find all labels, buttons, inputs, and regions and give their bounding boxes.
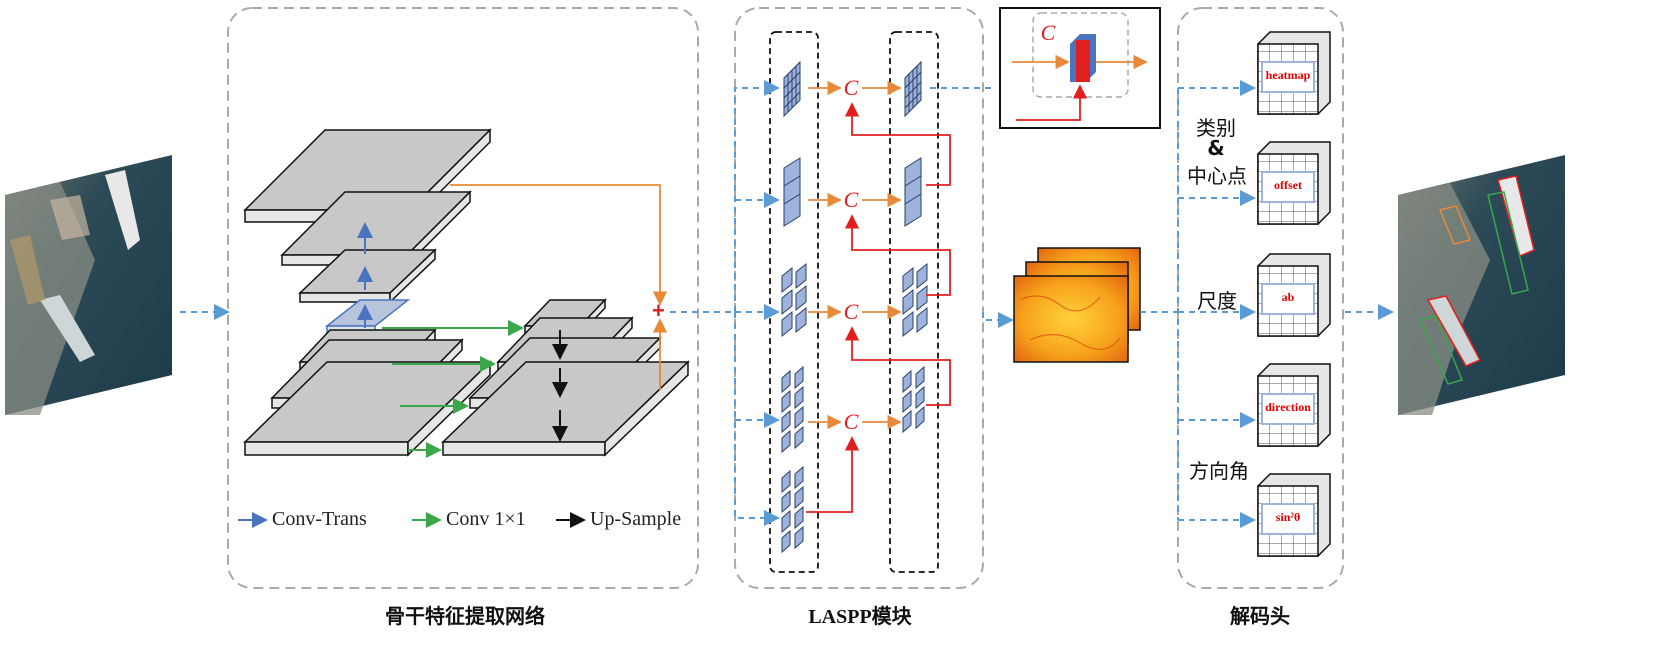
group-label-scale: 尺度 [1197, 289, 1237, 313]
backbone-panel [227, 7, 699, 589]
decoder-caption: 解码头 [1230, 604, 1290, 628]
concat-symbol-detail: C [1040, 20, 1056, 45]
concat-symbol-1: C [843, 75, 859, 100]
laspp-right-column [889, 31, 939, 573]
group-label-class: 类别 [1196, 116, 1236, 140]
head-grids [1257, 31, 1331, 557]
group-label-amp: & [1207, 136, 1225, 160]
group-label-direction: 方向角 [1189, 459, 1249, 483]
input-image [5, 155, 172, 415]
upper-plate-stack [243, 128, 492, 333]
add-symbol: + [652, 298, 665, 323]
laspp-panel [734, 7, 984, 589]
concat-symbol-4: C [843, 409, 859, 434]
heatmap-stack [1013, 247, 1141, 363]
laspp-feature-tiles [781, 60, 928, 554]
encoder-plate-stack [243, 328, 492, 457]
legend-conv-trans: Conv-Trans [272, 508, 367, 530]
legend-conv-1x1: Conv 1×1 [446, 508, 526, 530]
laspp-left-column [769, 31, 819, 573]
head-label-direction: direction [1265, 400, 1311, 414]
head-label-heatmap: heatmap [1265, 68, 1311, 82]
concat-symbol-3: C [843, 299, 859, 324]
head-label-ab: ab [1281, 290, 1295, 304]
concat-symbol-2: C [843, 187, 859, 212]
laspp-caption: LASPP模块 [808, 606, 912, 628]
head-label-sin2theta: sin²θ [1275, 510, 1301, 524]
group-label-center: 中心点 [1187, 164, 1247, 188]
legend-up-sample: Up-Sample [590, 508, 682, 530]
output-image [1398, 155, 1565, 415]
head-label-offset: offset [1274, 178, 1302, 192]
decoder-plate-stack [441, 298, 690, 457]
backbone-caption: 骨干特征提取网络 [385, 604, 545, 628]
